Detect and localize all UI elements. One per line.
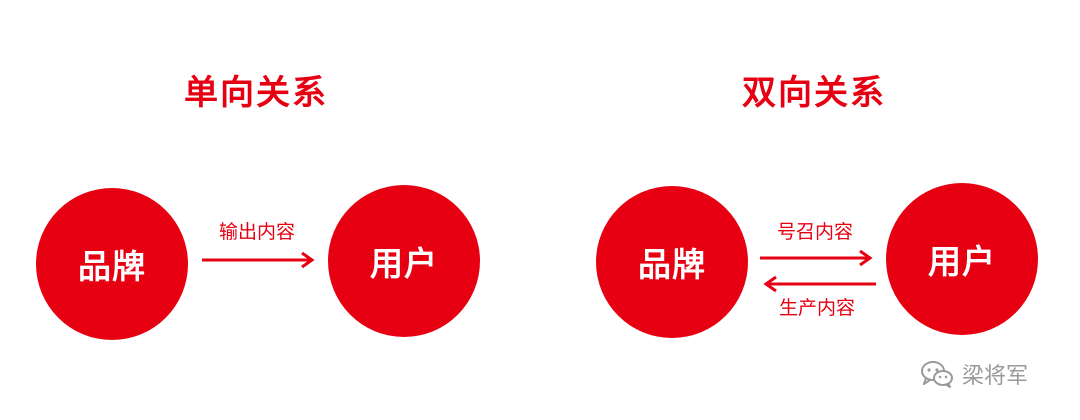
- one-way-arrow: [202, 251, 315, 269]
- one-way-title: 单向关系: [184, 73, 328, 113]
- wechat-icon: [921, 361, 953, 388]
- user-node-left-label: 用户: [370, 244, 438, 283]
- brand-node-left-label: 品牌: [78, 247, 146, 286]
- user-node-right: 用户: [886, 183, 1038, 335]
- brand-node-left: 品牌: [36, 188, 188, 340]
- produce-content-label: 生产内容: [778, 297, 855, 319]
- watermark-text: 梁将军: [962, 364, 1029, 389]
- brand-node-right-label: 品牌: [638, 245, 706, 284]
- two-way-title: 双向关系: [742, 73, 886, 113]
- backward-arrow: [763, 275, 876, 293]
- forward-arrow: [760, 249, 873, 267]
- user-node-left: 用户: [328, 185, 480, 337]
- watermark: 梁将军: [920, 354, 1028, 394]
- call-content-label: 号召内容: [776, 221, 853, 243]
- user-node-right-label: 用户: [928, 242, 996, 281]
- output-content-label: 输出内容: [218, 221, 295, 243]
- brand-node-right: 品牌: [596, 186, 748, 338]
